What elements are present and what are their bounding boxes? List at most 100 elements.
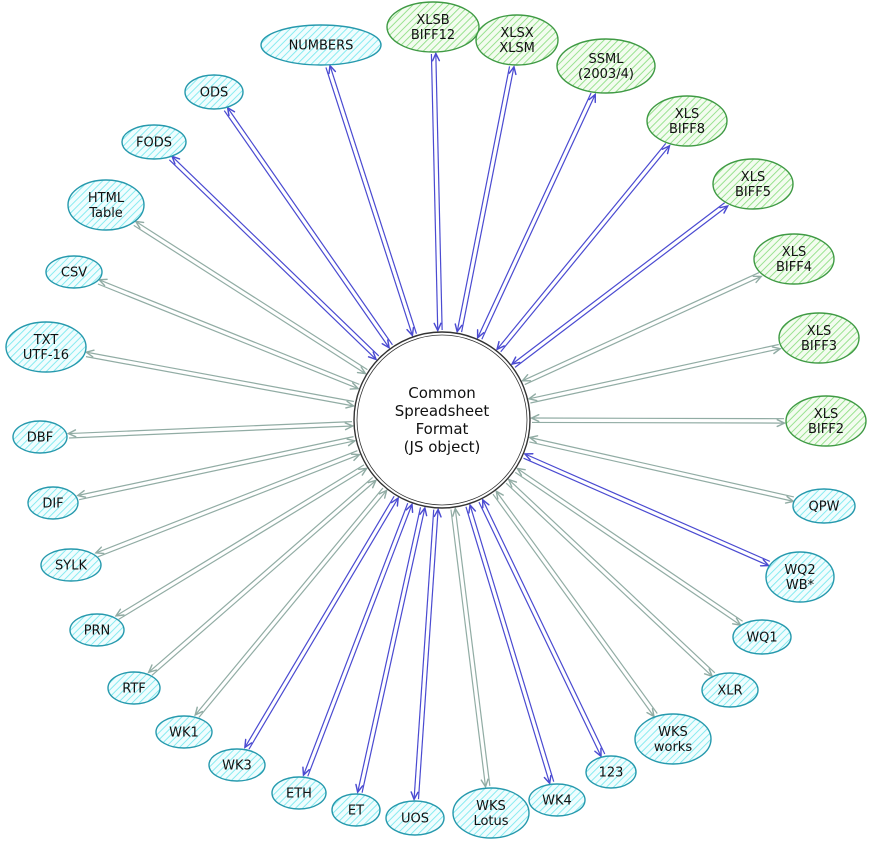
edge-read-csv <box>97 283 358 388</box>
node-ellipse <box>385 800 445 836</box>
edge-read-numbers <box>325 67 412 335</box>
format-node-wk1: WK1 <box>155 715 213 749</box>
edge-read-ods <box>223 110 389 348</box>
node-ellipse <box>271 776 327 810</box>
node-label: XLR <box>717 684 742 699</box>
format-node-ods: ODS <box>184 74 244 110</box>
node-label: DIF <box>42 497 63 512</box>
edges <box>69 54 794 799</box>
edge-write-123 <box>478 501 601 756</box>
node-ellipse <box>646 95 728 147</box>
edge-write-qpw <box>529 441 793 501</box>
center-circle-inner <box>356 334 528 506</box>
node-ellipse <box>331 793 381 827</box>
edge-read-wk3 <box>248 498 398 750</box>
node-ellipse <box>260 24 382 66</box>
format-node-wk3: WK3 <box>208 748 266 782</box>
edge-read-wks-lotus <box>455 509 491 786</box>
node-label: 123 <box>599 766 624 781</box>
node-ellipse <box>778 312 860 364</box>
edge-write-wks-works <box>492 493 654 716</box>
format-node-123: 123 <box>585 755 637 789</box>
edge-write-xlr <box>505 482 712 676</box>
edge-read-html-table <box>133 224 365 373</box>
edge-write-ods <box>228 108 393 346</box>
node-label: SYLK <box>55 559 87 574</box>
edge-read-xls-biff2 <box>532 418 785 419</box>
edge-write-sylk <box>96 450 358 553</box>
format-node-et: ET <box>331 793 381 827</box>
edge-write-wk1 <box>196 487 384 715</box>
node-label: NUMBERS <box>289 39 354 54</box>
format-node-numbers: NUMBERS <box>260 24 382 66</box>
node-label: WK3 <box>222 759 252 774</box>
edge-write-rtf <box>149 476 374 672</box>
edge-read-xls-biff8 <box>497 143 667 349</box>
edge-write-wk4 <box>465 506 550 783</box>
edge-write-xls-biff3 <box>530 349 779 404</box>
format-node-uos: UOS <box>385 800 445 836</box>
node-ellipse <box>5 321 87 373</box>
edge-read-dif <box>79 441 354 501</box>
center-circle <box>353 331 531 509</box>
edge-write-wq1 <box>514 471 740 625</box>
edge-write-ssml <box>481 95 595 340</box>
edge-read-sylk <box>97 455 359 558</box>
edge-write-dif <box>78 436 354 496</box>
edge-read-et <box>361 508 425 793</box>
edge-read-uos <box>417 510 438 800</box>
node-ellipse <box>452 787 530 839</box>
edge-read-xls-biff3 <box>529 343 779 398</box>
format-node-xlr: XLR <box>701 672 759 708</box>
node-label: WK4 <box>542 794 572 809</box>
edge-write-xls-biff8 <box>500 146 669 353</box>
edge-write-wk3 <box>245 495 395 747</box>
node-ellipse <box>67 179 145 231</box>
node-ellipse <box>585 755 637 789</box>
edge-write-prn <box>116 464 365 616</box>
edge-read-xlr <box>509 480 716 674</box>
format-node-fods: FODS <box>121 124 187 160</box>
node-label: ET <box>348 804 364 819</box>
format-node-wq1: WQ1 <box>732 619 792 655</box>
node-ellipse <box>45 255 103 289</box>
node-ellipse <box>765 551 835 603</box>
edge-read-xlsb-biff12 <box>430 54 437 330</box>
edge-read-123 <box>483 500 606 755</box>
edge-read-rtf <box>151 481 376 676</box>
edge-read-eth <box>307 505 412 777</box>
node-ellipse <box>634 713 712 765</box>
node-ellipse <box>184 74 244 110</box>
edge-write-numbers <box>330 66 418 334</box>
node-ellipse <box>27 486 79 520</box>
format-node-csv: CSV <box>45 255 103 289</box>
node-ellipse <box>556 38 656 94</box>
edge-write-eth <box>304 503 409 774</box>
edge-read-wks-works <box>497 492 658 714</box>
edge-read-dbf <box>68 426 352 439</box>
node-ellipse <box>155 715 213 749</box>
node-ellipse <box>792 488 856 524</box>
node-label: RTF <box>122 682 146 697</box>
format-node-qpw: QPW <box>792 488 856 524</box>
node-label: DBF <box>27 431 53 446</box>
edge-write-xls-biff2 <box>531 422 784 423</box>
format-node-dif: DIF <box>27 486 79 520</box>
edge-write-html-table <box>136 222 368 371</box>
